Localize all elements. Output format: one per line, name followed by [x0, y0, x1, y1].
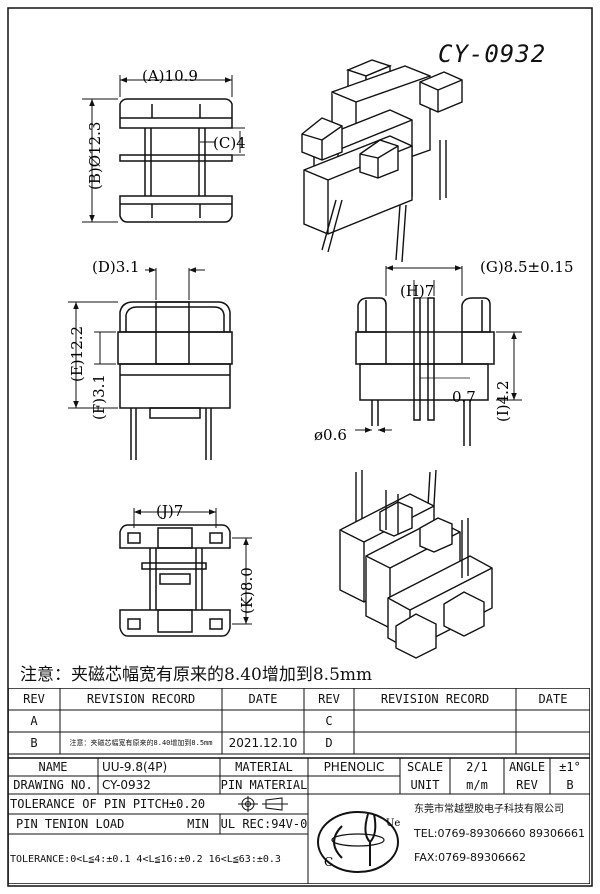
svg-text:C: C [324, 855, 333, 869]
date-header-2: DATE [538, 692, 568, 706]
material-label: MATERIAL [235, 760, 293, 774]
title-block: REV REVISION RECORD DATE REV REVISION RE… [8, 688, 590, 884]
rev-header-1: REV [23, 692, 45, 706]
front-view-dims [68, 267, 205, 409]
side-view [355, 297, 495, 446]
title-block-grid [8, 688, 590, 884]
tolerance-general: TOLERANCE:0<L≦4:±0.1 4<L≦16:±0.2 16<L≦63… [10, 853, 281, 865]
rev-c: C [325, 714, 333, 728]
angle-value: ±1° [559, 760, 581, 774]
dim-b: (B)Ø12.3 [86, 122, 104, 190]
top-view-dims [82, 75, 245, 223]
date-header-1: DATE [248, 692, 278, 706]
isometric-view-bottom [339, 469, 493, 659]
dim-e: (E)12.2 [68, 326, 86, 382]
dim-f: (F)3.1 [90, 374, 108, 420]
company-logo-icon: Ue C [317, 811, 400, 873]
dim-thickness: 0.7 [452, 388, 476, 406]
projection-symbol-icon [238, 796, 288, 812]
svg-text:Ue: Ue [386, 818, 400, 829]
tolerance-pitch: TOLERANCE OF PIN PITCH±0.20 [10, 797, 206, 811]
rev-value: B [566, 778, 574, 792]
ul-rec: UL REC:94V-0 [220, 817, 308, 831]
rev-header-2: REV [318, 692, 340, 706]
rev-b-date: 2021.12.10 [228, 736, 298, 750]
company-tel: TEL:0769-89306660 89306661 [414, 826, 585, 840]
dim-d: (D)3.1 [92, 258, 140, 276]
pin-tension-label: PIN TENION LOAD [16, 817, 125, 831]
rev-b-record: 注意：夹磁芯幅宽有原来的8.40增加到8.5mm [69, 739, 213, 747]
drawing-no-label: DRAWING NO. [13, 778, 93, 792]
dim-h: (H)7 [400, 282, 434, 300]
bottom-view-dims [133, 508, 252, 625]
angle-label: ANGLE [508, 760, 546, 774]
pin-tension-min: MIN [187, 817, 209, 831]
rev-b: B [30, 736, 38, 750]
name-label: NAME [38, 760, 68, 774]
company-fax: FAX:0769-89306662 [414, 850, 527, 864]
top-view [119, 98, 233, 223]
rev-label: REV [516, 778, 538, 792]
front-view [117, 301, 233, 460]
scale-value: 2/1 [466, 760, 488, 774]
rev-a: A [30, 714, 38, 728]
revision-record-header-2: REVISION RECORD [380, 692, 490, 706]
dim-c: (C)4 [213, 134, 246, 152]
drawing-no-value: CY-0932 [102, 778, 151, 792]
unit-value: m/m [466, 778, 488, 792]
name-value: UU-9.8(4P) [102, 760, 168, 774]
dim-i: (I)4.2 [494, 381, 512, 422]
rev-d: D [325, 736, 333, 750]
material-value: PHENOLIC [323, 760, 385, 774]
dim-g: (G)8.5±0.15 [480, 258, 574, 276]
isometric-view-top [301, 59, 463, 263]
drawing-note: 注意：夹磁芯幅宽有原来的8.40增加到8.5mm [20, 665, 373, 685]
unit-label: UNIT [410, 778, 440, 792]
side-view-dims [355, 265, 522, 433]
bottom-view [119, 524, 231, 637]
dim-a: (A)10.9 [142, 67, 198, 85]
revision-record-header-1: REVISION RECORD [86, 692, 196, 706]
scale-label: SCALE [406, 760, 444, 774]
pin-material-label: PIN MATERIAL [220, 778, 308, 792]
dim-pin-dia: ø0.6 [314, 426, 347, 444]
dim-j: (J)7 [156, 502, 183, 520]
drawing-title: CY-0932 [438, 40, 547, 68]
dim-k: (K)8.0 [238, 567, 256, 614]
company-name: 东莞市常越塑胶电子科技有限公司 [414, 803, 564, 815]
